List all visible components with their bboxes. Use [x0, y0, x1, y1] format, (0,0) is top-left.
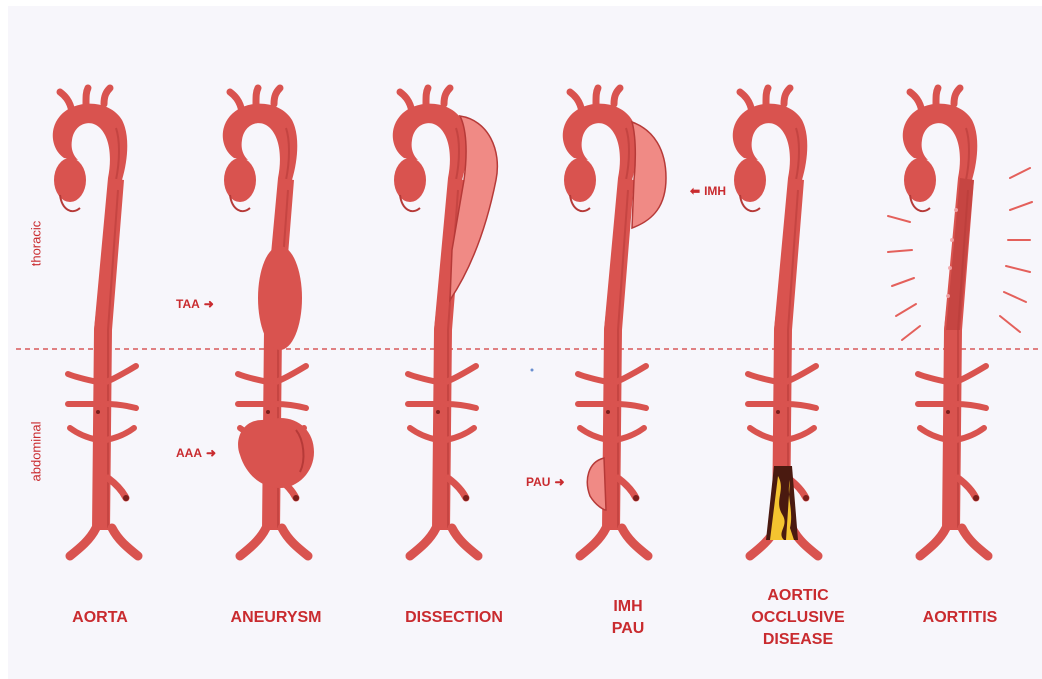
- aaa-pointer: AAA ➜: [176, 446, 216, 460]
- abdominal-label: abdominal: [29, 416, 44, 488]
- pau-label: PAU: [526, 475, 550, 489]
- caption-aorta: AORTA: [20, 607, 180, 629]
- arrow-right-icon: ➜: [204, 297, 214, 311]
- thoracic-aneurysm-bulge: [258, 246, 302, 350]
- occlusive-illustration: [733, 88, 818, 556]
- caption-imh-pau: IMH PAU: [548, 596, 708, 640]
- caption-line: DISSECTION: [374, 607, 534, 629]
- caption-line: AORTITIS: [880, 607, 1040, 629]
- imh-pau-illustration: [563, 88, 666, 556]
- caption-aortitis: AORTITIS: [880, 607, 1040, 629]
- caption-line: ANEURYSM: [196, 607, 356, 629]
- intramural-hematoma: [632, 122, 666, 228]
- caption-line: DISEASE: [718, 629, 878, 651]
- arrow-right-icon: ➜: [554, 475, 564, 489]
- caption-line: AORTIC: [718, 585, 878, 607]
- arrow-left-icon: ⬅: [690, 184, 700, 198]
- aaa-label: AAA: [176, 446, 202, 460]
- caption-line: IMH: [548, 596, 708, 618]
- caption-line: OCCLUSIVE: [718, 607, 878, 629]
- pau-pointer: PAU ➜: [526, 475, 565, 489]
- aortitis-illustration: [888, 88, 1032, 556]
- caption-aneurysm: ANEURYSM: [196, 607, 356, 629]
- penetrating-ulcer: [587, 458, 606, 510]
- caption-dissection: DISSECTION: [374, 607, 534, 629]
- aneurysm-illustration: [223, 88, 314, 556]
- imh-label: IMH: [704, 184, 726, 198]
- caption-line: AORTA: [20, 607, 180, 629]
- taa-label: TAA: [176, 297, 200, 311]
- dissection-illustration: [393, 88, 498, 556]
- thoracic-label: thoracic: [29, 214, 44, 274]
- imh-pointer: ⬅ IMH: [690, 184, 726, 198]
- caption-line: PAU: [548, 618, 708, 640]
- aorta-illustration: [53, 88, 138, 556]
- stray-dot: [531, 369, 534, 372]
- arrow-right-icon: ➜: [206, 446, 216, 460]
- caption-occlusive: AORTIC OCCLUSIVE DISEASE: [718, 585, 878, 651]
- taa-pointer: TAA ➜: [176, 297, 214, 311]
